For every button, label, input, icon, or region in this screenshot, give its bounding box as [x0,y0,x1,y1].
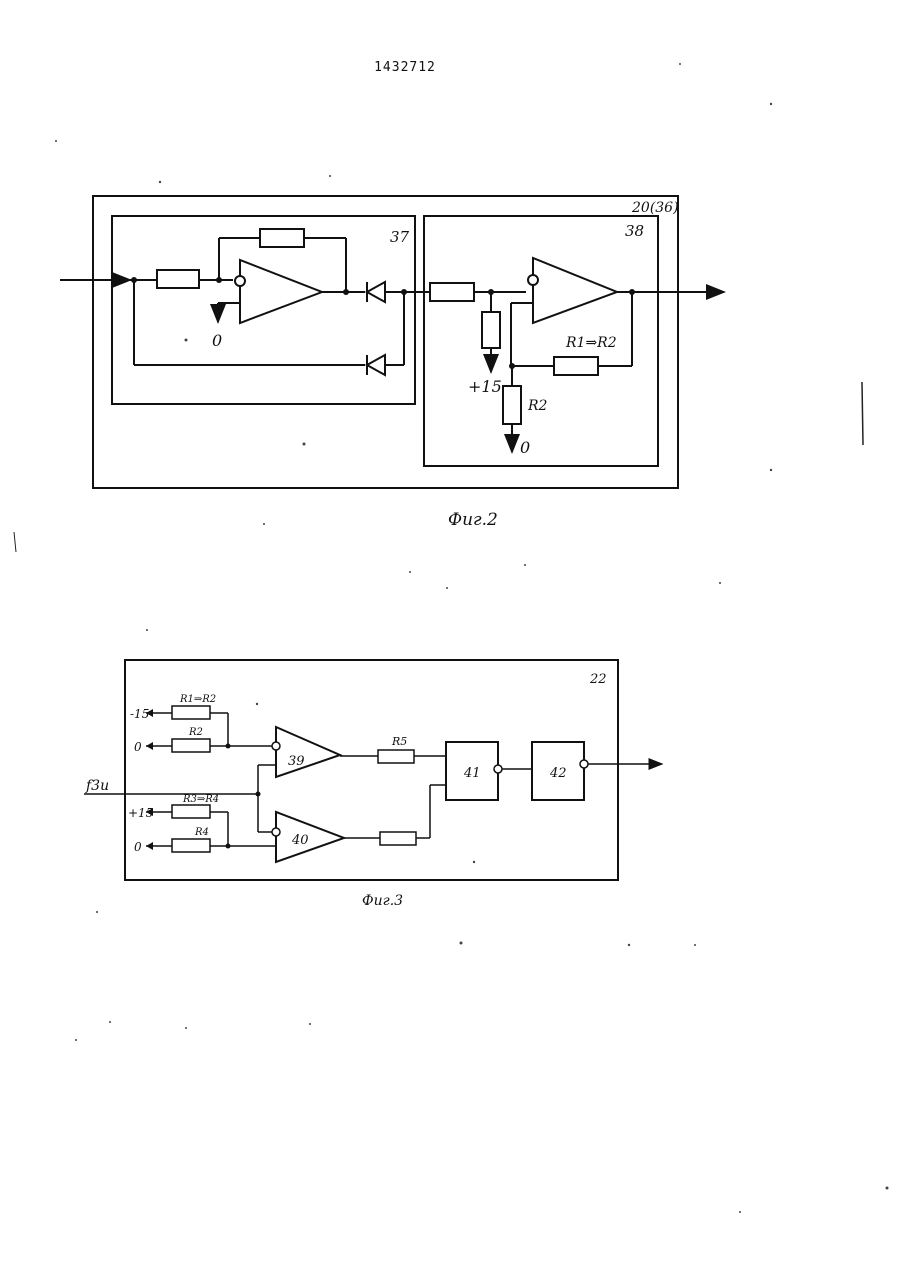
fig3-res-out-1 [378,750,414,763]
fig3-comparator-39 [276,727,340,777]
fig2-input-resistor [157,270,199,288]
fig3-comparator-39-label: 39 [288,754,305,769]
fig2-hysteresis-resistor [554,357,598,375]
fig3-res-bot-2 [172,839,210,852]
fig3-block-label: 22 [589,672,607,687]
scan-noise [14,63,889,1213]
fig2-input-resistor-b [430,283,474,301]
fig2-opamp-2-invert [528,275,538,285]
fig3-rail-top-2: 0 [134,740,142,754]
fig3-comparator-40-label: 40 [291,833,309,848]
fig3-res-bot-1 [172,805,210,818]
fig2-bias-resistor [482,312,500,348]
fig2-ground-label: 0 [212,331,222,350]
fig3-res-top-1 [172,706,210,719]
fig3-res-bot-2-label: R4 [194,827,209,838]
fig3-rail-bot-1: +15 [128,806,153,820]
fig3-input-label: f3и [85,778,109,794]
fig3-gate-42-label: 42 [549,766,567,781]
fig2-ground-label-b: 0 [520,438,530,457]
fig3-res-top-2 [172,739,210,752]
fig2-block-38-label: 38 [625,222,644,240]
figure-3: 22 -15 R1⇒R2 0 R2 39 R5 f3и +15 [84,660,662,880]
fig3-gate-41-label: 41 [463,766,481,781]
fig2-feedback-label: R1⇒R2 [565,335,617,351]
fig2-diode-1 [367,282,404,302]
fig2-opamp-2 [533,258,617,323]
fig3-rail-bot-2: 0 [134,840,142,854]
fig2-r2-label: R2 [527,398,548,414]
fig2-opamp-1 [240,260,322,323]
figure-3-caption: Фиг.3 [362,893,403,909]
fig3-res-bot-1-label: R3⇒R4 [182,794,219,805]
fig2-block-37-label: 37 [390,228,410,246]
fig3-res-top-1-label: R1⇒R2 [179,694,216,705]
fig2-block-38 [424,216,658,466]
fig2-diode-2 [367,355,404,375]
fig3-res-out-label: R5 [391,735,407,748]
fig2-outer-label: 20(36) [631,200,679,216]
figure-2: 20(36) 37 38 0 [60,196,724,488]
fig3-comparator-40 [276,812,344,862]
fig3-rail-top-1: -15 [130,707,149,721]
fig3-res-top-2-label: R2 [188,727,203,738]
figure-2-caption: Фиг.2 [448,510,498,530]
fig2-opamp-1-invert [235,276,245,286]
fig2-feedback-resistor [260,229,304,247]
fig2-r2-resistor [503,386,521,424]
fig2-supply-label: +15 [468,377,502,396]
fig3-res-out-2 [380,832,416,845]
